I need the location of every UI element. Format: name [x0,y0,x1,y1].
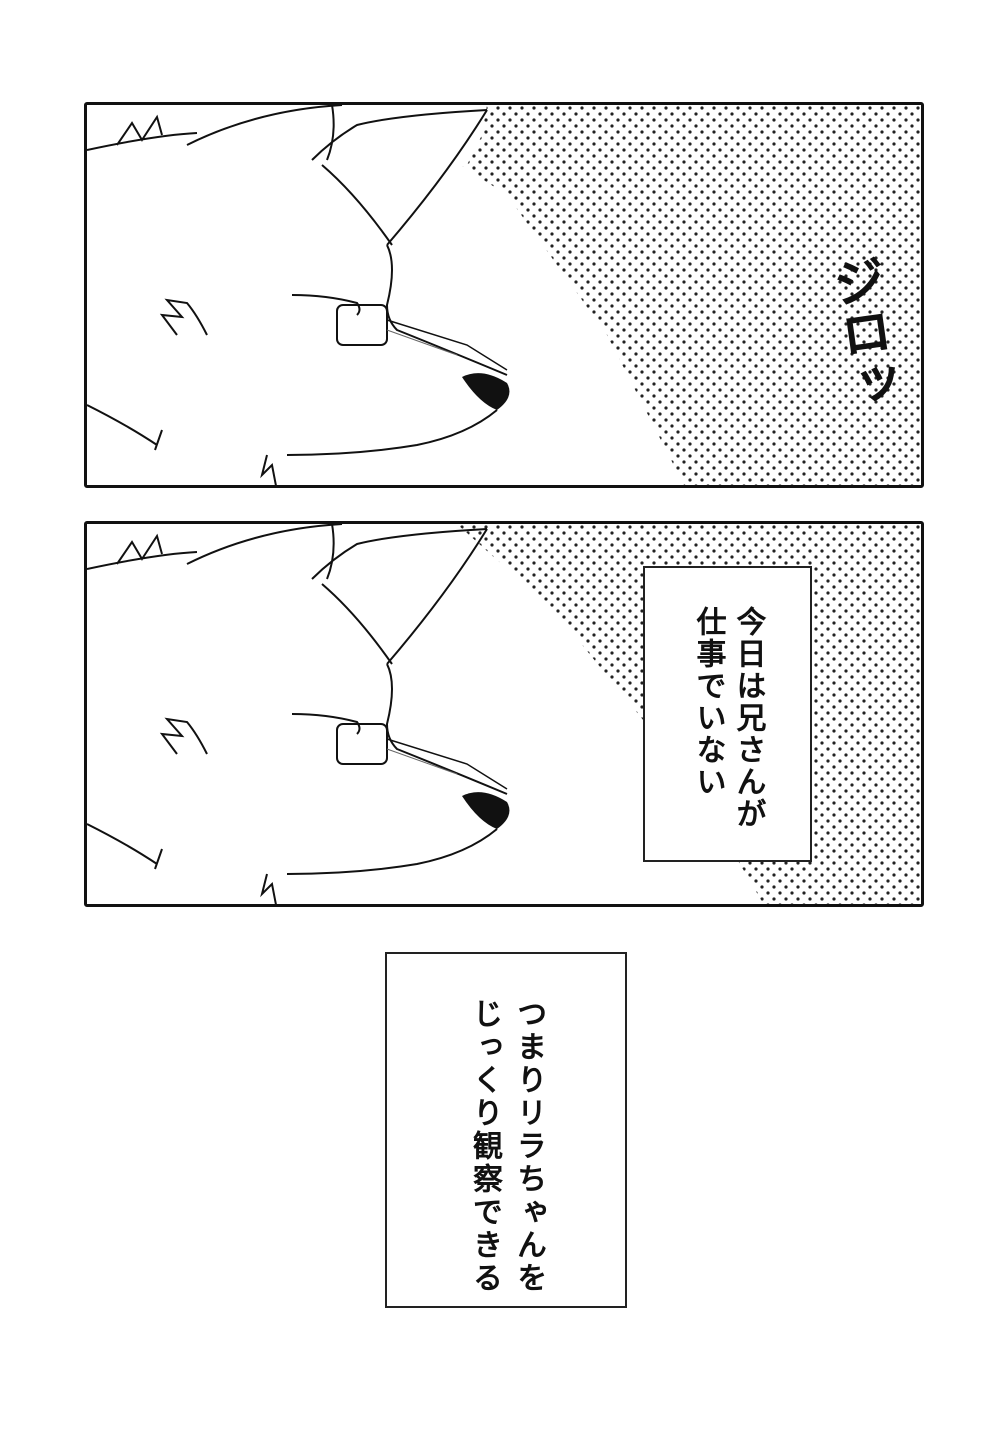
manga-panel-2: 今日は兄さんが 仕事でいない [84,521,924,907]
caption-line: つまりリラちゃんを [511,998,546,1295]
caption-box-1: 今日は兄さんが 仕事でいない [643,566,812,862]
caption-line: 今日は兄さんが [730,606,766,830]
caption-line: 仕事でいない [690,606,726,798]
caption-text-1: 今日は兄さんが 仕事でいない [688,606,768,830]
caption-box-2: つまりリラちゃんを じっくり観察できる [385,952,627,1308]
caption-line: じっくり観察できる [467,998,502,1295]
fox-profile-art-1 [87,105,921,485]
caption-text-2: つまりリラちゃんを じっくり観察できる [462,998,550,1295]
manga-panel-1: ジロッ [84,102,924,488]
